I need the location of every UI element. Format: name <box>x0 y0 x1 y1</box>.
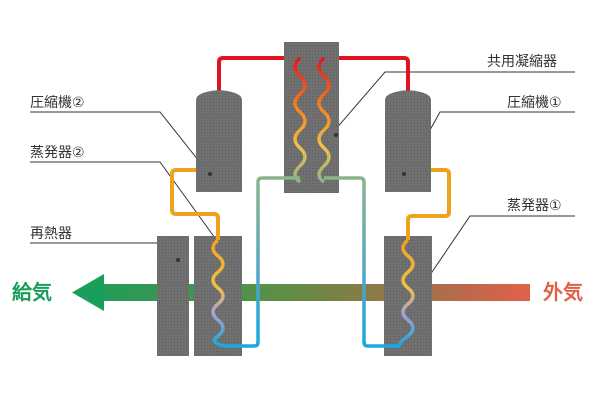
supply-air-label: 給気 <box>12 280 52 304</box>
components <box>157 42 432 356</box>
suction-line-2 <box>170 168 220 240</box>
shared-condenser-label: 共用凝縮器 <box>487 54 557 70</box>
evaporator2-coil <box>211 238 227 348</box>
evaporator1-coil <box>397 238 415 347</box>
liquid-line-right <box>324 176 400 348</box>
condenser-coils <box>293 56 331 184</box>
leader-lines <box>30 71 575 276</box>
compressor1-body <box>385 90 431 192</box>
leader-shared-condenser <box>334 71 575 131</box>
condenser-coil-left <box>293 56 307 184</box>
compressor2-body <box>196 90 242 192</box>
supply-arrow-head <box>72 274 104 311</box>
compressor1-label: 圧縮機① <box>507 95 562 111</box>
condenser-dot <box>334 133 338 137</box>
leader-compressor2 <box>30 111 211 176</box>
leader-evaporator1 <box>429 215 575 276</box>
outside-air-label: 外気 <box>543 280 583 304</box>
condenser-coil-right <box>317 56 331 184</box>
reheater-label: 再熱器 <box>30 226 72 242</box>
reheater-block <box>157 236 189 356</box>
compressor1-dot <box>402 172 406 176</box>
liquid-line-left <box>226 176 300 348</box>
compressor2-dot <box>208 172 212 176</box>
evaporator2-label: 蒸発器② <box>30 145 85 161</box>
suction-line-1 <box>406 168 451 240</box>
leader-reheater <box>30 242 179 261</box>
airflow-arrow <box>72 274 530 311</box>
shared-condenser-block <box>284 42 339 193</box>
reheater-dot <box>176 258 180 262</box>
evaporator1-label: 蒸発器① <box>507 198 562 214</box>
compressor2-label: 圧縮機② <box>30 95 85 111</box>
